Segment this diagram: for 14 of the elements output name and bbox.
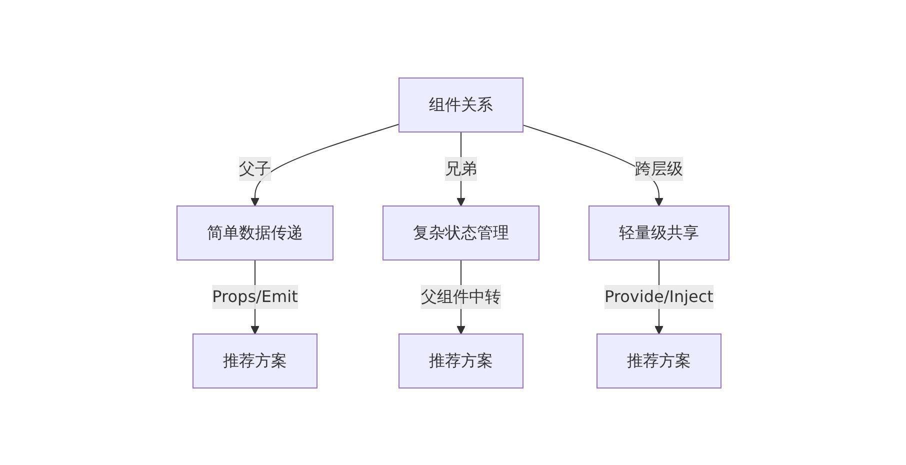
node-box: 组件关系 bbox=[398, 77, 524, 132]
node-box: 推荐方案 bbox=[398, 333, 524, 388]
edge-label: 父组件中转 bbox=[421, 286, 501, 306]
arrow bbox=[250, 123, 400, 206]
node-box: 推荐方案 bbox=[596, 333, 722, 388]
edge-label: 兄弟 bbox=[445, 158, 477, 178]
node-box: 简单数据传递 bbox=[176, 205, 334, 260]
node-box: 推荐方案 bbox=[192, 333, 318, 388]
edge-label: 跨层级 bbox=[635, 158, 683, 178]
node-box: 轻量级共享 bbox=[588, 205, 730, 260]
node-box: 复杂状态管理 bbox=[382, 205, 540, 260]
edge-label: Provide/Inject bbox=[604, 286, 714, 306]
edge-label: Props/Emit bbox=[212, 286, 298, 306]
edge-label: 父子 bbox=[239, 158, 271, 178]
